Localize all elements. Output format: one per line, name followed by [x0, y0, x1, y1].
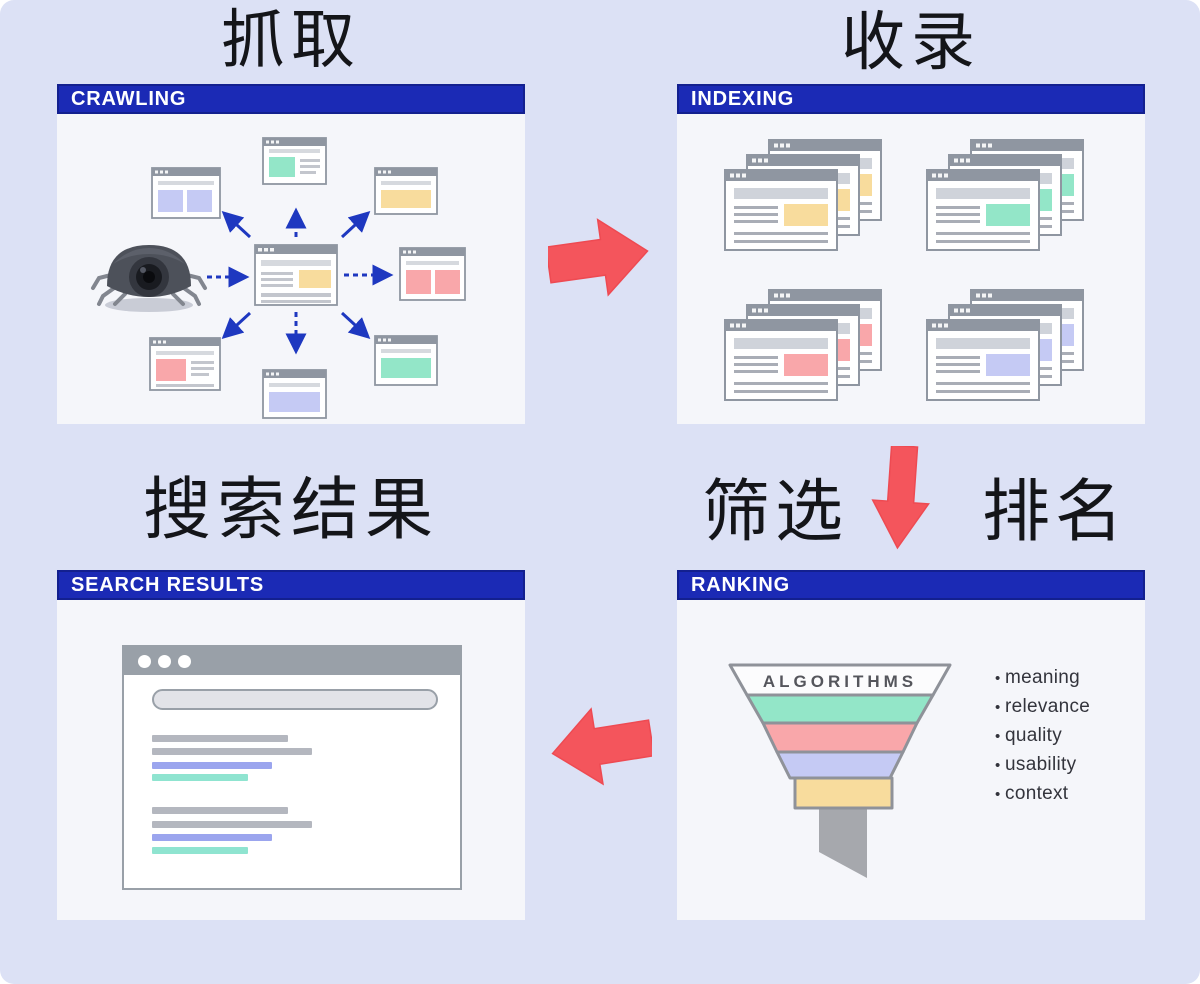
result-line — [152, 748, 312, 755]
result-line — [152, 762, 272, 769]
search-results-panel: SEARCH RESULTS — [57, 570, 525, 920]
search-bar — [152, 689, 438, 710]
title-screening-cn: 筛选 — [702, 474, 849, 550]
algorithms-funnel-icon: ALGORITHMS — [728, 663, 952, 878]
webpage-card — [399, 247, 466, 301]
ranking-criterion: quality — [995, 722, 1090, 751]
indexed-page-stack-teal — [926, 139, 1084, 251]
title-crawling-cn: 抓取 — [221, 5, 361, 76]
arrow-left-icon — [551, 707, 652, 786]
result-line — [152, 821, 312, 828]
spider-crawler-icon — [91, 245, 207, 312]
search-results-panel-body — [57, 600, 525, 920]
result-line — [152, 735, 288, 742]
webpage-card — [149, 337, 221, 391]
ranking-criteria-list: meaning relevance quality usability cont… — [995, 664, 1090, 809]
title-ranking-cn: 排名 — [982, 474, 1129, 550]
arrow-right-icon — [548, 218, 649, 297]
window-dot-icon — [138, 654, 151, 668]
indexing-panel-title: INDEXING — [691, 87, 795, 110]
crawl-link-arrows — [207, 207, 394, 355]
crawling-panel-header: CRAWLING — [57, 84, 525, 114]
result-line — [152, 834, 272, 841]
webpage-card-center — [254, 244, 338, 306]
ranking-criterion: usability — [995, 751, 1090, 780]
title-search-results-cn: 搜索结果 — [142, 472, 439, 548]
window-dot-icon — [158, 654, 171, 668]
title-indexing-cn: 收录 — [841, 7, 981, 78]
crawling-panel-body — [57, 114, 525, 424]
webpage-card — [374, 167, 438, 215]
webpage-card — [374, 335, 438, 386]
ranking-panel-body: ALGORITHMS meaning relevance quality usa… — [677, 600, 1145, 920]
indexed-page-stack-yellow — [724, 139, 882, 251]
arrow-down-icon — [871, 446, 930, 550]
ranking-criterion: context — [995, 780, 1090, 809]
ranking-panel-title: RANKING — [691, 573, 790, 596]
indexing-panel-header: INDEXING — [677, 84, 1145, 114]
webpage-card — [151, 167, 221, 219]
browser-titlebar — [124, 647, 460, 675]
funnel-label: ALGORITHMS — [763, 672, 917, 691]
indexing-panel: INDEXING — [677, 84, 1145, 424]
result-line — [152, 847, 248, 854]
indexing-panel-body — [677, 114, 1145, 424]
webpage-card — [262, 369, 327, 419]
crawling-panel: CRAWLING — [57, 84, 525, 424]
ranking-panel: RANKING ALGORITHMS meaning relevance qua… — [677, 570, 1145, 920]
ranking-criterion: meaning — [995, 664, 1090, 693]
result-line — [152, 807, 288, 814]
crawling-diagram — [91, 137, 466, 419]
result-line — [152, 774, 248, 781]
indexed-page-stack-pink — [724, 289, 882, 401]
indexing-diagram — [724, 139, 1084, 401]
crawling-panel-title: CRAWLING — [71, 87, 187, 110]
search-results-panel-title: SEARCH RESULTS — [71, 573, 265, 596]
search-results-panel-header: SEARCH RESULTS — [57, 570, 525, 600]
window-dot-icon — [178, 654, 191, 668]
indexed-page-stack-lavender — [926, 289, 1084, 401]
webpage-card — [262, 137, 327, 185]
ranking-panel-header: RANKING — [677, 570, 1145, 600]
ranking-criterion: relevance — [995, 693, 1090, 722]
browser-window — [122, 645, 462, 890]
